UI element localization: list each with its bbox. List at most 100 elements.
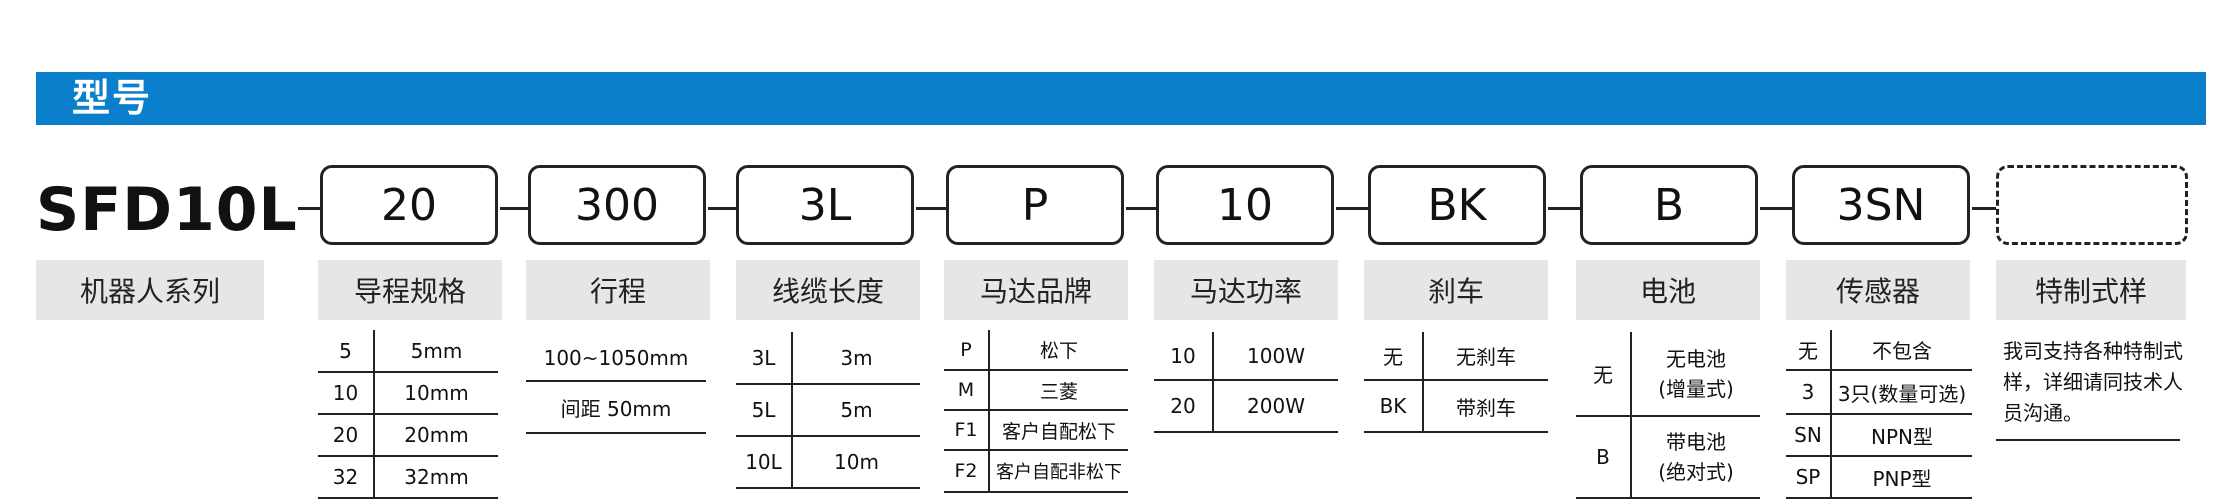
table-row: 5L 5m	[736, 384, 920, 437]
table-row: 3L 3m	[736, 332, 920, 385]
option-value: 10m	[792, 436, 920, 489]
option-code: 3L	[736, 332, 793, 385]
cable-table: 3L 3m 5L 5m 10L 10m	[736, 332, 920, 489]
option-value: PNP型	[1831, 456, 1972, 499]
option-line: 无电池	[1666, 346, 1726, 371]
header-bar	[36, 72, 2206, 125]
label-battery: 电池	[1576, 260, 1760, 320]
option-code: B	[1576, 416, 1632, 499]
option-code: BK	[1364, 380, 1424, 433]
code-box-brake: BK	[1368, 165, 1546, 245]
table-row: M 三菱	[944, 370, 1128, 411]
table-row: SN NPN型	[1786, 414, 1972, 457]
label-stroke: 行程	[526, 260, 710, 320]
option-value: 5mm	[374, 330, 498, 373]
option-value: 不包含	[1831, 330, 1972, 371]
motor-power-table: 10 100W 20 200W	[1154, 332, 1338, 433]
option-code: 32	[318, 456, 375, 499]
option-code: 10	[318, 372, 375, 415]
option-value: 200W	[1213, 380, 1338, 433]
option-code: F1	[944, 410, 990, 451]
option-code: 无	[1786, 330, 1832, 371]
code-box-lead: 20	[320, 165, 498, 245]
stroke-table: 100~1050mm 间距 50mm	[526, 335, 706, 434]
option-code: SP	[1786, 456, 1832, 499]
option-value: 20mm	[374, 414, 498, 457]
table-row: F1 客户自配松下	[944, 410, 1128, 451]
connector	[1126, 207, 1158, 210]
table-row: 10 100W	[1154, 332, 1338, 381]
code-box-motor-power: 10	[1156, 165, 1334, 245]
option-code: P	[944, 330, 990, 371]
option-value: 间距 50mm	[526, 381, 706, 434]
section-title: 型号	[72, 76, 153, 120]
option-line: 带电池	[1666, 430, 1726, 454]
label-sensor: 传感器	[1786, 260, 1970, 320]
option-code: 20	[1154, 380, 1214, 433]
connector	[500, 207, 530, 210]
table-row: 无 无电池 (增量式)	[1576, 332, 1760, 417]
label-special: 特制式样	[1996, 260, 2186, 320]
connector	[298, 207, 322, 210]
connector	[916, 207, 948, 210]
table-row: 10 10mm	[318, 372, 498, 415]
code-box-cable: 3L	[736, 165, 914, 245]
table-row: 3 3只(数量可选)	[1786, 370, 1972, 415]
code-box-battery: B	[1580, 165, 1758, 245]
option-code: 无	[1364, 332, 1424, 381]
option-code: 5	[318, 330, 375, 373]
label-cable: 线缆长度	[736, 260, 920, 320]
table-row: 间距 50mm	[526, 381, 706, 434]
table-row: P 松下	[944, 330, 1128, 371]
table-row: 无 无刹车	[1364, 332, 1548, 381]
table-row: SP PNP型	[1786, 456, 1972, 499]
label-motor-power: 马达功率	[1154, 260, 1338, 320]
option-code: 3	[1786, 370, 1832, 415]
connector	[1548, 207, 1582, 210]
table-row: 20 200W	[1154, 380, 1338, 433]
divider	[1996, 439, 2180, 441]
option-value: 100W	[1213, 332, 1338, 381]
code-box-motor-brand: P	[946, 165, 1124, 245]
special-note: 我司支持各种特制式样，详细请同技术人员沟通。	[2003, 339, 2183, 425]
option-value: 无电池 (增量式)	[1631, 332, 1760, 417]
option-value: 三菱	[989, 370, 1128, 411]
connector	[1760, 207, 1794, 210]
option-value: 3m	[792, 332, 920, 385]
option-value: 带电池 (绝对式)	[1631, 416, 1760, 499]
option-value: 10mm	[374, 372, 498, 415]
option-value: 100~1050mm	[526, 335, 706, 382]
option-code: 10L	[736, 436, 793, 489]
sensor-table: 无 不包含 3 3只(数量可选) SN NPN型 SP PNP型	[1786, 330, 1972, 499]
option-value: 32mm	[374, 456, 498, 499]
connector	[1336, 207, 1370, 210]
connector	[1972, 207, 1996, 210]
option-value: 客户自配非松下	[989, 450, 1128, 493]
option-value: 客户自配松下	[989, 410, 1128, 451]
option-code: 5L	[736, 384, 793, 437]
table-row: 32 32mm	[318, 456, 498, 499]
option-value: 松下	[989, 330, 1128, 371]
option-code: 无	[1576, 332, 1632, 417]
table-row: 100~1050mm	[526, 335, 706, 382]
option-code: M	[944, 370, 990, 411]
code-box-special	[1996, 165, 2188, 245]
option-line: (绝对式)	[1658, 460, 1734, 484]
lead-table: 5 5mm 10 10mm 20 20mm 32 32mm	[318, 330, 498, 499]
table-row: B 带电池 (绝对式)	[1576, 416, 1760, 499]
option-code: 20	[318, 414, 375, 457]
table-row: 无 不包含	[1786, 330, 1972, 371]
label-brake: 刹车	[1364, 260, 1548, 320]
option-value: 5m	[792, 384, 920, 437]
option-value: 无刹车	[1423, 332, 1548, 381]
option-code: F2	[944, 450, 990, 493]
table-row: F2 客户自配非松下	[944, 450, 1128, 493]
table-row: 5 5mm	[318, 330, 498, 373]
option-code: 10	[1154, 332, 1214, 381]
label-series: 机器人系列	[36, 260, 264, 320]
option-value: 3只(数量可选)	[1831, 370, 1972, 415]
option-value: NPN型	[1831, 414, 1972, 457]
code-box-sensor: 3SN	[1792, 165, 1970, 245]
option-value: 带刹车	[1423, 380, 1548, 433]
label-lead: 导程规格	[318, 260, 502, 320]
